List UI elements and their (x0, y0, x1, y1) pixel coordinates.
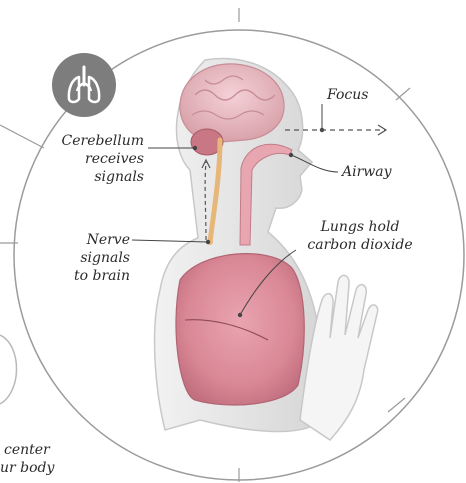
label-cerebellum-line-3: signals (60, 168, 144, 186)
label-partial-bottom-left: center ur body (0, 441, 54, 477)
cerebellum-dot (193, 146, 197, 150)
label-partial-line-1: center (0, 441, 54, 459)
label-cerebellum-line-2: receives (60, 150, 144, 168)
label-nerve-line-3: to brain (50, 267, 130, 285)
lungs-icon (52, 53, 116, 117)
tick-top-right (396, 88, 410, 100)
label-airway: Airway (342, 163, 392, 181)
label-partial-line-2: ur body (0, 459, 54, 477)
lungs-dot (238, 313, 242, 317)
label-cerebellum-line-1: Cerebellum (60, 132, 144, 150)
nerve-dot (206, 240, 210, 244)
label-nerve-line-1: Nerve (50, 231, 130, 249)
label-cerebellum: Cerebellum receives signals (60, 132, 144, 186)
connector-line (0, 125, 44, 148)
lungs-icon-badge (52, 53, 116, 117)
airway-dot (289, 153, 293, 157)
label-lungs: Lungs hold carbon dioxide (296, 218, 424, 254)
label-nerve-line-2: signals (50, 249, 130, 267)
label-lungs-line-2: carbon dioxide (296, 236, 424, 254)
label-focus: Focus (327, 86, 368, 104)
label-nerve: Nerve signals to brain (50, 231, 130, 285)
partial-circle-left (0, 335, 17, 404)
label-lungs-line-1: Lungs hold (296, 218, 424, 236)
lungs (176, 254, 304, 405)
